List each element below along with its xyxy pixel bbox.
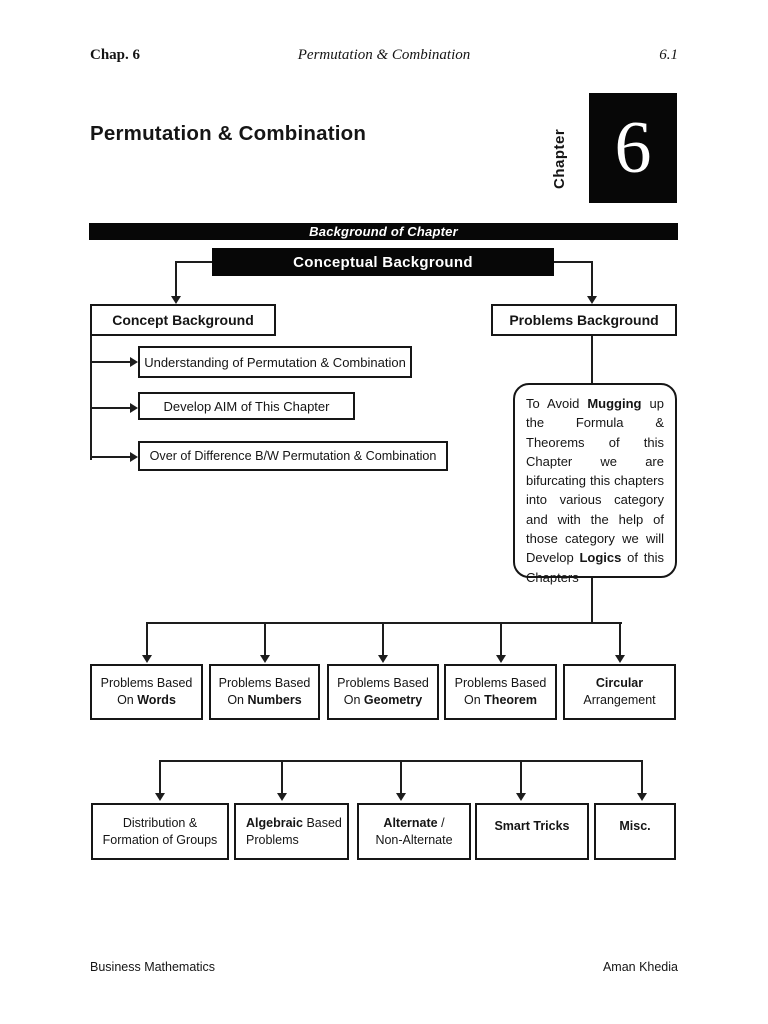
category-text: On [227, 693, 248, 707]
category-line: Problems Based [337, 676, 429, 690]
category-line: On Theorem [464, 692, 537, 709]
connector-line [400, 760, 402, 793]
category-text-bold: Numbers [247, 693, 302, 707]
connector-line [146, 622, 148, 655]
category-node: Smart Tricks [475, 803, 589, 860]
connector-line [91, 407, 131, 409]
arrowhead-icon [130, 357, 138, 367]
category-line: On Geometry [344, 692, 423, 709]
note-text-bold: Logics [579, 550, 622, 566]
arrowhead-icon [277, 793, 287, 801]
category-text: On [117, 693, 138, 707]
connector-line [382, 622, 384, 655]
category-text-bold: Misc. [619, 819, 651, 833]
category-line: Problems [246, 832, 299, 847]
category-line: Smart Tricks [494, 818, 569, 835]
category-node: Misc. [594, 803, 676, 860]
category-line: Misc. [619, 818, 650, 835]
category-line: On Numbers [227, 692, 301, 709]
connector-line [500, 622, 502, 655]
connector-line [91, 361, 131, 363]
connector-line [90, 336, 92, 460]
category-text: On [464, 693, 485, 707]
connector-line [520, 760, 522, 793]
arrowhead-icon [155, 793, 165, 801]
category-line: Algebraic Based [246, 815, 342, 832]
category-node: Distribution & Formation of Groups [91, 803, 229, 860]
header-page-number: 6.1 [659, 47, 678, 63]
category-line: Arrangement [583, 693, 656, 707]
section-banner: Background of Chapter [89, 223, 678, 240]
problems-note: To Avoid Mugging up the Formula & Theore… [513, 383, 677, 585]
category-text-bold: Words [137, 693, 176, 707]
header-chapter-ref: Chap. 6 [90, 47, 141, 63]
category-line: Problems Based [454, 676, 547, 690]
footer-book-title: Business Mathematics [90, 960, 216, 974]
connector-line [281, 760, 283, 793]
connector-line [146, 622, 622, 624]
note-text-bold: Mugging [587, 396, 642, 411]
arrowhead-icon [378, 655, 388, 663]
category-text-bold: Geometry [363, 693, 423, 707]
note-text: of this Chapters [526, 550, 665, 585]
category-line: Formation of Groups [102, 832, 218, 847]
category-text-bold: Alternate [383, 815, 438, 830]
note-text: To Avoid [526, 396, 588, 411]
chapter-side-label: Chapter [551, 128, 568, 190]
category-text: Based [302, 815, 342, 830]
category-text-bold: Theorem [484, 693, 537, 707]
arrowhead-icon [142, 655, 152, 663]
arrowhead-icon [130, 452, 138, 462]
flow-root-node: Conceptual Background [212, 248, 554, 276]
arrowhead-icon [260, 655, 270, 663]
category-line: Alternate / [383, 815, 444, 832]
connector-line [641, 760, 643, 793]
connector-line [91, 456, 131, 458]
concept-item-node: Develop AIM of This Chapter [138, 392, 355, 420]
category-node: Circular Arrangement [563, 664, 676, 720]
arrowhead-icon [171, 296, 181, 304]
category-line: Circular [596, 675, 643, 692]
concept-item-node: Understanding of Permutation & Combinati… [138, 346, 412, 378]
category-node: Problems Based On Numbers [209, 664, 320, 720]
arrowhead-icon [637, 793, 647, 801]
connector-line [264, 622, 266, 655]
category-line: Distribution & [122, 815, 198, 830]
footer-author: Aman Khedia [602, 960, 678, 974]
connector-line [159, 760, 161, 793]
category-line: Problems Based [218, 676, 311, 690]
note-text: up the Formula & Theorems of this Chapte… [526, 396, 664, 566]
connector-line [175, 261, 212, 263]
connector-line [619, 622, 621, 655]
category-line: On Words [117, 692, 176, 709]
category-node: Problems Based On Words [90, 664, 203, 720]
connector-line [175, 261, 177, 296]
connector-line [554, 261, 593, 263]
category-line: Non-Alternate [375, 832, 453, 847]
connector-line [591, 261, 593, 296]
header-running-title: Permutation & Combination [297, 47, 471, 63]
category-node: Algebraic Based Problems [234, 803, 349, 860]
arrowhead-icon [516, 793, 526, 801]
category-node: Alternate / Non-Alternate [357, 803, 471, 860]
concept-background-node: Concept Background [90, 304, 276, 336]
category-node: Problems Based On Geometry [327, 664, 439, 720]
arrowhead-icon [587, 296, 597, 304]
arrowhead-icon [615, 655, 625, 663]
category-node: Problems Based On Theorem [444, 664, 557, 720]
arrowhead-icon [396, 793, 406, 801]
category-text-bold: Smart Tricks [494, 819, 570, 833]
category-text: / [437, 815, 445, 830]
arrowhead-icon [496, 655, 506, 663]
category-text-bold: Algebraic [246, 815, 303, 830]
chapter-number-box: 6 [589, 93, 677, 203]
concept-item-node: Over of Difference B/W Permutation & Com… [138, 441, 448, 471]
category-line: Problems Based [100, 676, 193, 690]
arrowhead-icon [130, 403, 138, 413]
problems-background-node: Problems Background [491, 304, 677, 336]
category-text-bold: Circular [595, 676, 644, 690]
category-text: On [343, 693, 364, 707]
chapter-title: Permutation & Combination [90, 122, 367, 145]
